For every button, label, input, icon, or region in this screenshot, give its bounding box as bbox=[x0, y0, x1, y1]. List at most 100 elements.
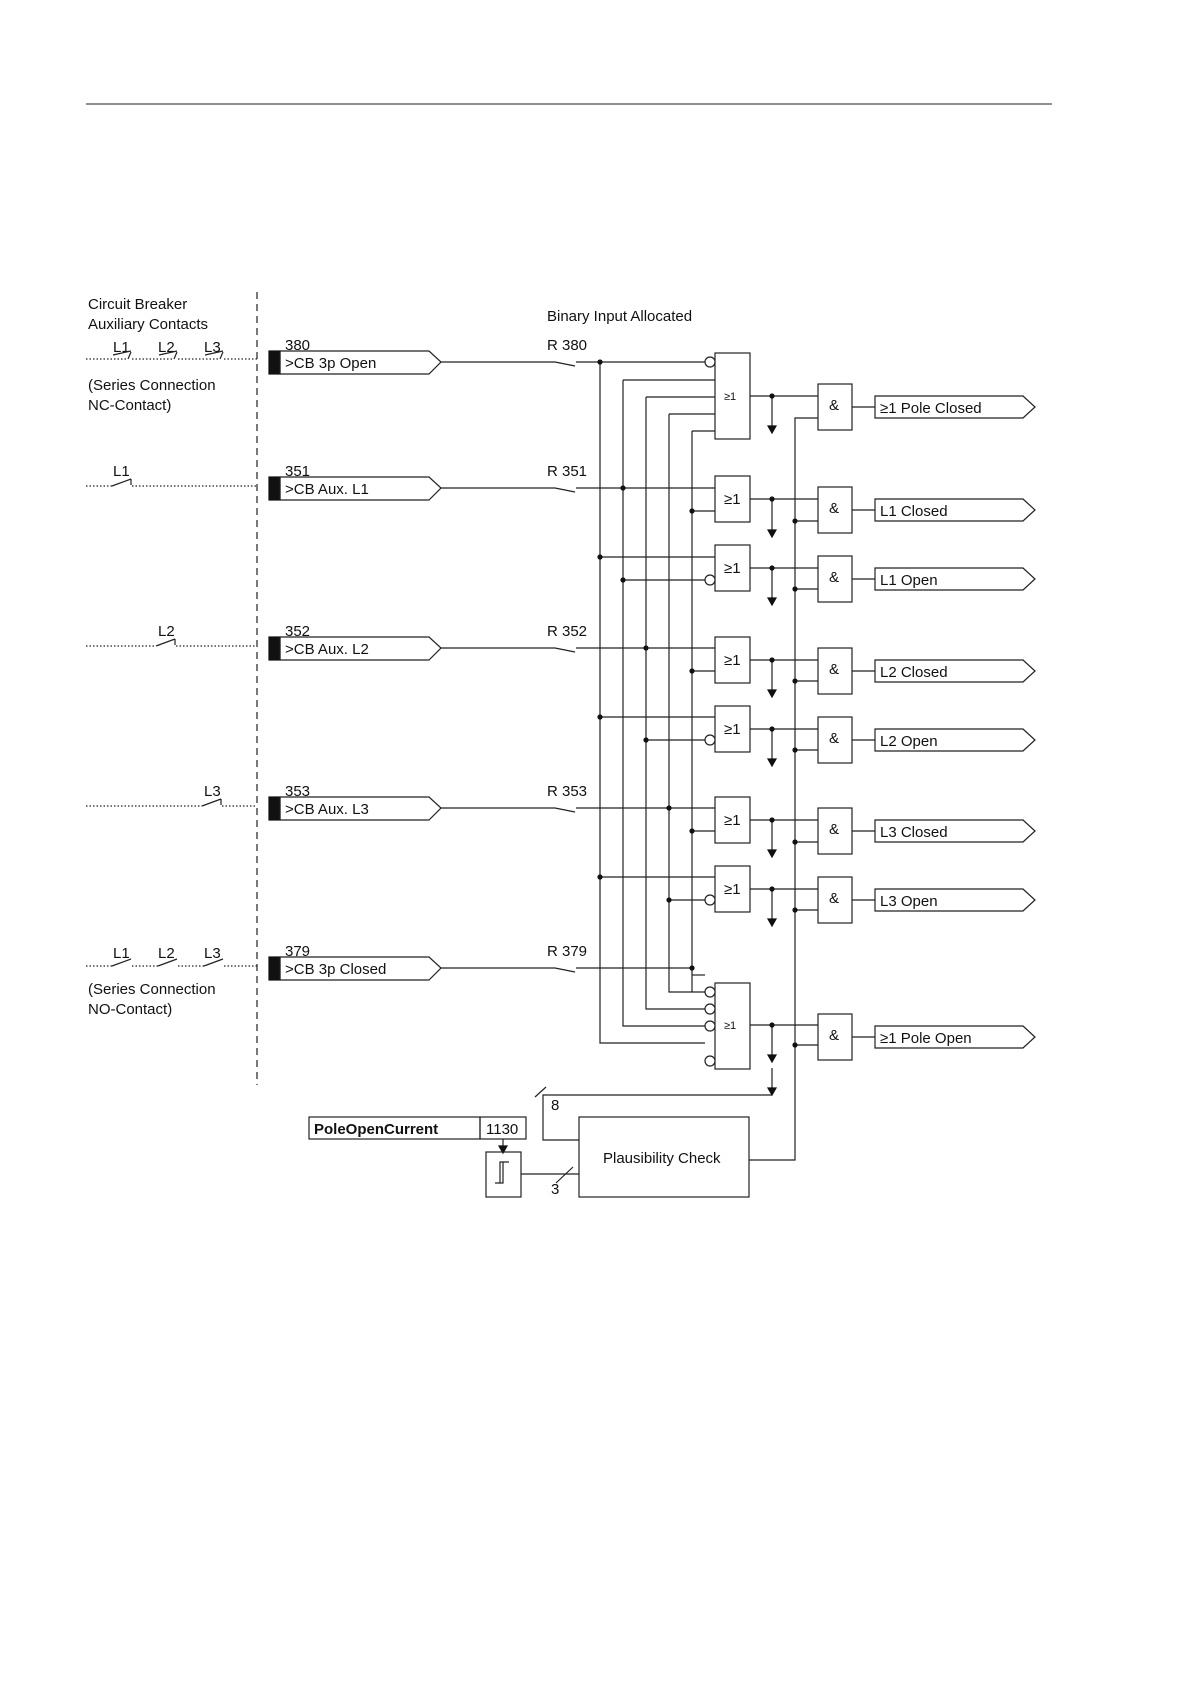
or-gate-symbol: ≥1 bbox=[724, 391, 736, 403]
or-gate-l2-closed: ≥1 bbox=[714, 636, 751, 684]
and-gate-symbol: & bbox=[829, 821, 839, 838]
parameter-pole-open-current: PoleOpenCurrent 1130 bbox=[308, 1116, 527, 1198]
and-gate-l1-open: & bbox=[817, 555, 853, 603]
and-gate-l1-closed: & bbox=[817, 486, 853, 534]
output-l1-closed: L1 Closed bbox=[852, 498, 1036, 522]
or-gate-symbol: ≥1 bbox=[724, 491, 741, 508]
enable-line bbox=[749, 417, 818, 1161]
phase-label-l1: L1 bbox=[113, 463, 130, 480]
parameter-name: PoleOpenCurrent bbox=[314, 1121, 438, 1138]
plausibility-section: 8 Plausibility Check 3 bbox=[521, 1086, 772, 1198]
or-gate-pole-closed: ≥1 bbox=[704, 352, 751, 440]
input-380: 380 >CB 3p Open R 380 bbox=[268, 337, 587, 375]
input-number: 380 bbox=[285, 337, 310, 354]
or-gate-l1-closed: ≥1 bbox=[714, 475, 751, 523]
binary-input-label: R 380 bbox=[547, 337, 587, 354]
bus-wiring bbox=[577, 361, 715, 1044]
output-label: L3 Open bbox=[880, 893, 938, 910]
output-l2-closed: L2 Closed bbox=[852, 659, 1036, 683]
and-gate-l2-open: & bbox=[817, 716, 853, 764]
or-output-wiring bbox=[750, 393, 818, 1097]
and-gate-symbol: & bbox=[829, 569, 839, 586]
nc-contact-chain: L1 L2 L3 bbox=[86, 339, 257, 360]
output-l2-open: L2 Open bbox=[852, 728, 1036, 752]
or-gate-l1-open: ≥1 bbox=[704, 544, 751, 592]
and-gate-l3-closed: & bbox=[817, 807, 853, 855]
contact-l3: L3 bbox=[86, 783, 257, 807]
or-gate-symbol: ≥1 bbox=[724, 1020, 736, 1032]
or-gate-l3-open: ≥1 bbox=[704, 865, 751, 913]
or-gate-symbol: ≥1 bbox=[724, 812, 741, 829]
input-number: 352 bbox=[285, 623, 310, 640]
output-label: L1 Closed bbox=[880, 503, 948, 520]
binary-input-label: R 352 bbox=[547, 623, 587, 640]
and-gate-symbol: & bbox=[829, 397, 839, 414]
phase-label-l2: L2 bbox=[158, 623, 175, 640]
or-gate-symbol: ≥1 bbox=[724, 721, 741, 738]
or-gate-l2-open: ≥1 bbox=[704, 705, 751, 753]
parameter-address: 1130 bbox=[486, 1121, 518, 1138]
input-label: >CB 3p Closed bbox=[285, 961, 386, 978]
no-note-line2: NO-Contact) bbox=[88, 1001, 172, 1018]
output-pole-closed: ≥1 Pole Closed bbox=[852, 395, 1036, 419]
and-gate-l2-closed: & bbox=[817, 647, 853, 695]
cb-title-line2: Auxiliary Contacts bbox=[88, 316, 208, 333]
output-pole-open: ≥1 Pole Open bbox=[852, 1025, 1036, 1049]
and-gate-l3-open: & bbox=[817, 876, 853, 924]
and-gate-symbol: & bbox=[829, 890, 839, 907]
input-353: 353 >CB Aux. L3 R 353 bbox=[268, 783, 587, 821]
input-label: >CB 3p Open bbox=[285, 355, 376, 372]
output-label: L2 Open bbox=[880, 733, 938, 750]
phase-label-l3: L3 bbox=[204, 945, 221, 962]
binary-input-label: R 379 bbox=[547, 943, 587, 960]
output-l3-closed: L3 Closed bbox=[852, 819, 1036, 843]
input-label: >CB Aux. L2 bbox=[285, 641, 369, 658]
output-label: ≥1 Pole Open bbox=[880, 1030, 972, 1047]
output-label: L1 Open bbox=[880, 572, 938, 589]
input-label: >CB Aux. L1 bbox=[285, 481, 369, 498]
or-gate-symbol: ≥1 bbox=[724, 652, 741, 669]
output-label: L3 Closed bbox=[880, 824, 948, 841]
or-gate-symbol: ≥1 bbox=[724, 560, 741, 577]
output-label: ≥1 Pole Closed bbox=[880, 400, 982, 417]
output-l1-open: L1 Open bbox=[852, 567, 1036, 591]
binary-input-label: R 351 bbox=[547, 463, 587, 480]
nc-note-line2: NC-Contact) bbox=[88, 397, 171, 414]
bus-label-bottom: 3 bbox=[551, 1181, 559, 1198]
input-label: >CB Aux. L3 bbox=[285, 801, 369, 818]
and-gate-pole-closed: & bbox=[817, 383, 853, 431]
binary-input-allocated-label: Binary Input Allocated bbox=[547, 308, 692, 325]
input-379: 379 >CB 3p Closed R 379 bbox=[268, 943, 587, 981]
or-gate-pole-open: ≥1 bbox=[704, 982, 751, 1070]
input-352: 352 >CB Aux. L2 R 352 bbox=[268, 623, 587, 661]
phase-label-l3: L3 bbox=[204, 783, 221, 800]
no-contact-chain: L1 L2 L3 bbox=[86, 945, 257, 967]
input-number: 351 bbox=[285, 463, 310, 480]
input-351: 351 >CB Aux. L1 R 351 bbox=[268, 463, 587, 501]
phase-label-l2: L2 bbox=[158, 339, 175, 356]
phase-label-l1: L1 bbox=[113, 945, 130, 962]
or-gate-symbol: ≥1 bbox=[724, 881, 741, 898]
junction-dots bbox=[597, 359, 695, 971]
output-l3-open: L3 Open bbox=[852, 888, 1036, 912]
threshold-step-icon bbox=[495, 1161, 509, 1184]
and-gate-symbol: & bbox=[829, 661, 839, 678]
and-gate-pole-open: & bbox=[817, 1013, 853, 1061]
and-gate-symbol: & bbox=[829, 500, 839, 517]
or-gate-l3-closed: ≥1 bbox=[714, 796, 751, 844]
plausibility-check-label: Plausibility Check bbox=[603, 1150, 721, 1167]
output-label: L2 Closed bbox=[880, 664, 948, 681]
contact-l1: L1 bbox=[86, 463, 257, 487]
contact-l2: L2 bbox=[86, 623, 257, 647]
cb-title-line1: Circuit Breaker bbox=[88, 296, 187, 313]
no-note-line1: (Series Connection bbox=[88, 981, 216, 998]
and-gate-symbol: & bbox=[829, 730, 839, 747]
binary-input-label: R 353 bbox=[547, 783, 587, 800]
phase-label-l3: L3 bbox=[204, 339, 221, 356]
input-number: 353 bbox=[285, 783, 310, 800]
and-gate-symbol: & bbox=[829, 1027, 839, 1044]
input-number: 379 bbox=[285, 943, 310, 960]
nc-note-line1: (Series Connection bbox=[88, 377, 216, 394]
input-wiring bbox=[441, 361, 577, 973]
